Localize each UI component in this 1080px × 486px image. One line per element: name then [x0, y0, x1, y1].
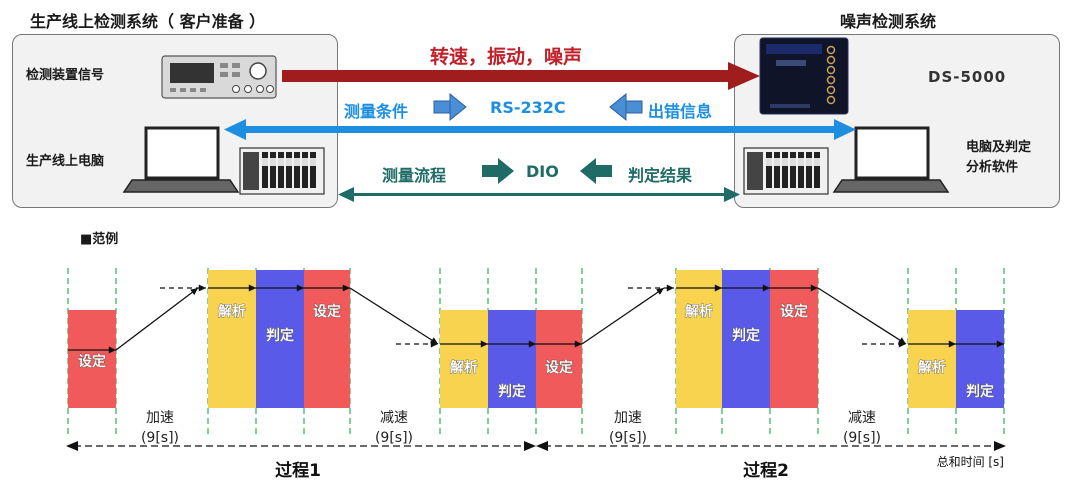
timing-flow-arrowhead — [296, 284, 304, 292]
timing-duration-label: (9[s]) — [375, 430, 413, 446]
timing-judge-label: 判定 — [966, 383, 994, 400]
timing-analyze-block — [908, 310, 956, 408]
timing-accel-label: 加速 — [146, 410, 174, 426]
timing-analyze-label: 解析 — [218, 303, 246, 320]
signal-device-label: 检测装置信号 — [26, 68, 105, 83]
rs232c-label: RS-232C — [490, 98, 566, 117]
timing-flow-arrowhead — [996, 340, 1004, 348]
left-system-title: 生产线上检测系统（ 客户准备 ） — [30, 12, 266, 31]
software-label-1: 电脑及判定 — [966, 140, 1032, 155]
timing-analyze-block — [676, 270, 722, 408]
dio-label: DIO — [526, 162, 559, 181]
timing-analyze-label: 解析 — [450, 359, 478, 376]
line-pc-io-unit-icon — [239, 147, 325, 195]
analysis-pc-io-unit-icon — [743, 147, 829, 195]
timing-judge-label: 判定 — [266, 327, 294, 344]
timing-judge-block — [488, 310, 536, 408]
timing-flow-arrowhead — [666, 284, 674, 292]
timing-duration-label: (9[s]) — [609, 430, 647, 446]
software-label-2: 分析软件 — [966, 160, 1019, 175]
timing-flow-arrowhead — [898, 340, 906, 348]
timing-accel-label: 加速 — [614, 410, 642, 426]
timing-duration-label: (9[s]) — [843, 430, 881, 446]
error-info-label: 出错信息 — [648, 102, 713, 121]
judge-result-label: 判定结果 — [628, 166, 693, 185]
timing-flow-arrowhead — [108, 346, 116, 354]
total-time-label: 总和时间 [s] — [937, 455, 1004, 469]
process-2-span-arrowhead — [994, 441, 1006, 451]
error-info-arrow-icon — [609, 92, 643, 122]
timing-flow-arrowhead — [948, 340, 956, 348]
timing-decel-label: 减速 — [380, 410, 408, 426]
signal-flow-label: 转速，振动，噪声 — [430, 46, 583, 68]
timing-flow-arrowhead — [248, 284, 256, 292]
timing-decel-label: 减速 — [848, 410, 876, 426]
system-diagram — [122, 37, 950, 202]
timing-judge-label: 判定 — [732, 327, 760, 344]
timing-flow-arrowhead — [656, 288, 664, 295]
timing-analyze-label: 解析 — [918, 359, 946, 376]
timing-flow-line — [817, 287, 907, 345]
measure-flow-arrow-icon — [482, 158, 514, 184]
timing-flow-arrowhead — [430, 340, 438, 348]
timing-flow-line — [115, 287, 199, 351]
measure-condition-arrow-icon — [433, 92, 467, 122]
timing-set-label: 设定 — [78, 353, 106, 370]
timing-flow-arrowhead — [190, 288, 198, 296]
timing-set-block — [68, 310, 116, 408]
signal-flow-arrow — [282, 62, 760, 90]
timing-judge-block — [722, 270, 770, 408]
timing-flow-arrowhead — [762, 284, 770, 292]
timing-flow-line — [349, 287, 439, 345]
line-pc-laptop-icon — [122, 126, 240, 193]
timing-duration-label: (9[s]) — [141, 430, 179, 446]
ds5000-device-icon — [759, 37, 849, 115]
device-model-label: DS-5000 — [928, 68, 1007, 86]
process-1-label: 过程1 — [275, 461, 321, 481]
process-2-span-arrowhead — [536, 441, 548, 451]
rs232c-double-arrow — [224, 119, 856, 140]
timing-judge-block — [256, 270, 304, 408]
timing-analyze-label: 解析 — [685, 303, 713, 320]
timing-set-block — [770, 270, 818, 408]
measure-condition-label: 测量条件 — [344, 102, 409, 121]
timing-flow-arrowhead — [198, 284, 206, 292]
timing-set-block — [304, 270, 350, 408]
signal-generator-icon — [161, 55, 277, 99]
timing-judge-block — [956, 310, 1004, 408]
timing-set-label: 设定 — [780, 303, 808, 320]
right-system-title: 噪声检测系统 — [840, 12, 937, 31]
timing-flow-arrowhead — [528, 340, 536, 348]
timing-flow-arrowhead — [714, 284, 722, 292]
timing-analyze-block — [208, 270, 256, 408]
measure-flow-label: 测量流程 — [382, 166, 447, 185]
timing-set-label: 设定 — [545, 359, 573, 376]
line-pc-label: 生产线上电脑 — [26, 154, 105, 169]
timing-flow-line — [581, 287, 665, 345]
timing-flow-arrowhead — [574, 340, 582, 348]
timing-set-block — [536, 310, 582, 408]
timing-chart: 设定解析判定设定解析判定设定解析判定设定解析判定加速(9[s])减速(9[s])… — [66, 268, 1006, 481]
process-2-label: 过程2 — [743, 461, 789, 481]
timing-flow-arrowhead — [810, 284, 818, 292]
timing-judge-label: 判定 — [498, 383, 526, 400]
timing-set-label: 设定 — [313, 303, 341, 320]
timing-flow-arrowhead — [480, 340, 488, 348]
timing-flow-arrowhead — [342, 284, 350, 292]
example-heading: ■范例 — [80, 232, 119, 247]
dio-double-arrow — [338, 187, 740, 202]
analysis-pc-laptop-icon — [832, 126, 950, 193]
process-1-span-arrowhead — [524, 441, 536, 451]
timing-analyze-block — [440, 310, 488, 408]
judge-result-arrow-icon — [580, 158, 612, 184]
process-1-span-arrowhead — [66, 441, 78, 451]
